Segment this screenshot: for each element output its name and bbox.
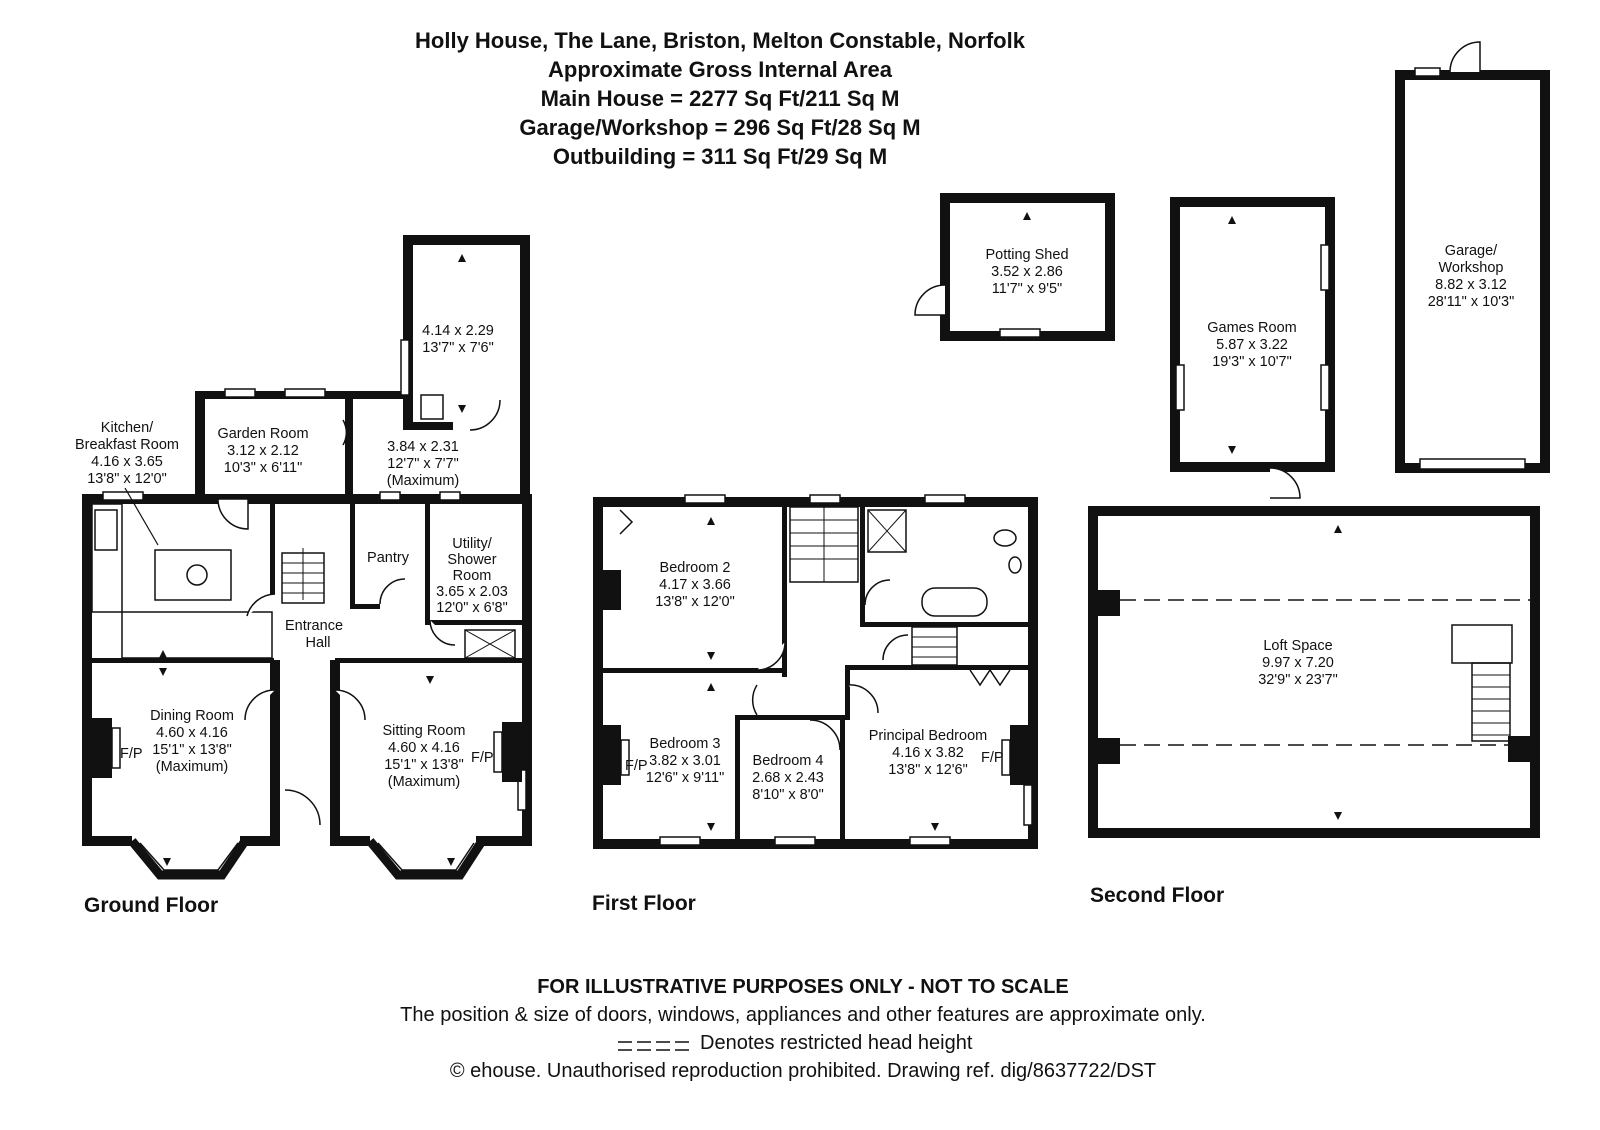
sitting-fireplace-label: F/P	[471, 750, 494, 766]
room-loft-imperial: 32'9" x 23'7"	[1258, 672, 1338, 688]
room-bedroom4-imperial: 8'10" x 8'0"	[752, 787, 823, 803]
first-floor-plan	[593, 494, 1038, 849]
room-loft-name: Loft Space	[1263, 638, 1332, 654]
room-garden-name: Garden Room	[217, 426, 308, 442]
disclaimer-heading: FOR ILLUSTRATIVE PURPOSES ONLY - NOT TO …	[537, 976, 1069, 998]
second-floor-plan: Loft Space 9.97 x 7.20 32'9" x 23'7" Sec…	[1088, 506, 1540, 907]
first-floor-labels: Bedroom 2 4.17 x 3.66 13'8" x 12'0" Bedr…	[592, 560, 1004, 915]
room-games-imperial: 19'3" x 10'7"	[1212, 354, 1292, 370]
measurement-markers	[159, 212, 1342, 866]
ground-floor-labels: Kitchen/ Breakfast Room 4.16 x 3.65 13'8…	[75, 323, 508, 917]
room-kitchen-imperial: 13'8" x 12'0"	[87, 471, 167, 487]
room-bedroom4-name: Bedroom 4	[753, 753, 824, 769]
room-garden-imperial: 10'3" x 6'11"	[224, 460, 302, 476]
room-utility-name-2: Shower	[447, 552, 496, 568]
room-dining-note: (Maximum)	[156, 759, 229, 775]
room-bedroom2-name: Bedroom 2	[660, 560, 731, 576]
room-rear-hall-imperial: 12'7" x 7'7"	[387, 456, 458, 472]
room-rear-hall-note: (Maximum)	[387, 473, 460, 489]
plan-subtitle: Approximate Gross Internal Area	[548, 57, 893, 82]
room-kitchen-metric: 4.16 x 3.65	[91, 454, 163, 470]
copyright-text: © ehouse. Unauthorised reproduction proh…	[450, 1060, 1156, 1082]
room-principal-name: Principal Bedroom	[869, 728, 987, 744]
dining-fireplace-label: F/P	[120, 746, 143, 762]
room-dining-imperial: 15'1" x 13'8"	[152, 742, 232, 758]
room-bedroom3-name: Bedroom 3	[650, 736, 721, 752]
room-games-name: Games Room	[1207, 320, 1296, 336]
room-bedroom2-imperial: 13'8" x 12'0"	[655, 594, 735, 610]
potting-shed-plan: Potting Shed 3.52 x 2.86 11'7" x 9'5"	[914, 193, 1115, 341]
room-potting-shed-metric: 3.52 x 2.86	[991, 264, 1063, 280]
restricted-height-legend: Denotes restricted head height	[618, 1032, 973, 1054]
first-floor-label: First Floor	[592, 892, 696, 915]
room-garage-metric: 8.82 x 3.12	[1435, 277, 1507, 293]
area-outbuilding: Outbuilding = 311 Sq Ft/29 Sq M	[553, 144, 887, 169]
room-games-metric: 5.87 x 3.22	[1216, 337, 1288, 353]
room-sitting-name: Sitting Room	[382, 723, 465, 739]
room-utility-metric: 3.65 x 2.03	[436, 584, 508, 600]
restricted-height-label: Denotes restricted head height	[700, 1032, 973, 1054]
room-garage-name-2: Workshop	[1438, 260, 1503, 276]
room-store-imperial: 13'7" x 7'6"	[422, 340, 493, 356]
ground-floor-label: Ground Floor	[84, 894, 218, 917]
room-store-metric: 4.14 x 2.29	[422, 323, 494, 339]
room-utility-name-3: Room	[453, 568, 492, 584]
room-utility-imperial: 12'0" x 6'8"	[436, 600, 507, 616]
area-garage-workshop: Garage/Workshop = 296 Sq Ft/28 Sq M	[519, 115, 920, 140]
room-dining-name: Dining Room	[150, 708, 234, 724]
room-utility-name-1: Utility/	[452, 536, 492, 552]
room-garage-name-1: Garage/	[1445, 243, 1498, 259]
room-entrance-hall-name-1: Entrance	[285, 618, 343, 634]
disclaimer-text: The position & size of doors, windows, a…	[400, 1004, 1206, 1026]
room-principal-imperial: 13'8" x 12'6"	[888, 762, 968, 778]
room-bedroom4-metric: 2.68 x 2.43	[752, 770, 824, 786]
room-kitchen-name-1: Kitchen/	[101, 420, 154, 436]
room-sitting-note: (Maximum)	[388, 774, 461, 790]
room-kitchen-name-2: Breakfast Room	[75, 437, 179, 453]
plan-title: Holly House, The Lane, Briston, Melton C…	[415, 28, 1026, 53]
room-rear-hall-metric: 3.84 x 2.31	[387, 439, 459, 455]
room-dining-metric: 4.60 x 4.16	[156, 725, 228, 741]
room-sitting-imperial: 15'1" x 13'8"	[384, 757, 464, 773]
area-main-house: Main House = 2277 Sq Ft/211 Sq M	[541, 86, 900, 111]
principal-fireplace-label: F/P	[981, 750, 1004, 766]
room-bedroom3-metric: 3.82 x 3.01	[649, 753, 721, 769]
second-floor-label: Second Floor	[1090, 884, 1224, 907]
room-potting-shed-name: Potting Shed	[985, 247, 1068, 263]
room-garage-imperial: 28'11" x 10'3"	[1428, 294, 1515, 310]
room-bedroom3-imperial: 12'6" x 9'11"	[646, 770, 724, 786]
games-room-plan: Games Room 5.87 x 3.22 19'3" x 10'7"	[1170, 197, 1335, 499]
room-potting-shed-imperial: 11'7" x 9'5"	[992, 281, 1062, 297]
footer: FOR ILLUSTRATIVE PURPOSES ONLY - NOT TO …	[400, 976, 1206, 1082]
garage-workshop-plan: Garage/ Workshop 8.82 x 3.12 28'11" x 10…	[1395, 41, 1550, 473]
room-pantry-name: Pantry	[367, 550, 410, 566]
room-bedroom2-metric: 4.17 x 3.66	[659, 577, 731, 593]
ground-floor-plan	[82, 235, 532, 880]
room-garden-metric: 3.12 x 2.12	[227, 443, 299, 459]
bedroom3-fireplace-label: F/P	[625, 758, 648, 774]
header: Holly House, The Lane, Briston, Melton C…	[415, 28, 1026, 169]
room-principal-metric: 4.16 x 3.82	[892, 745, 964, 761]
room-loft-metric: 9.97 x 7.20	[1262, 655, 1334, 671]
room-entrance-hall-name-2: Hall	[306, 635, 331, 651]
room-sitting-metric: 4.60 x 4.16	[388, 740, 460, 756]
